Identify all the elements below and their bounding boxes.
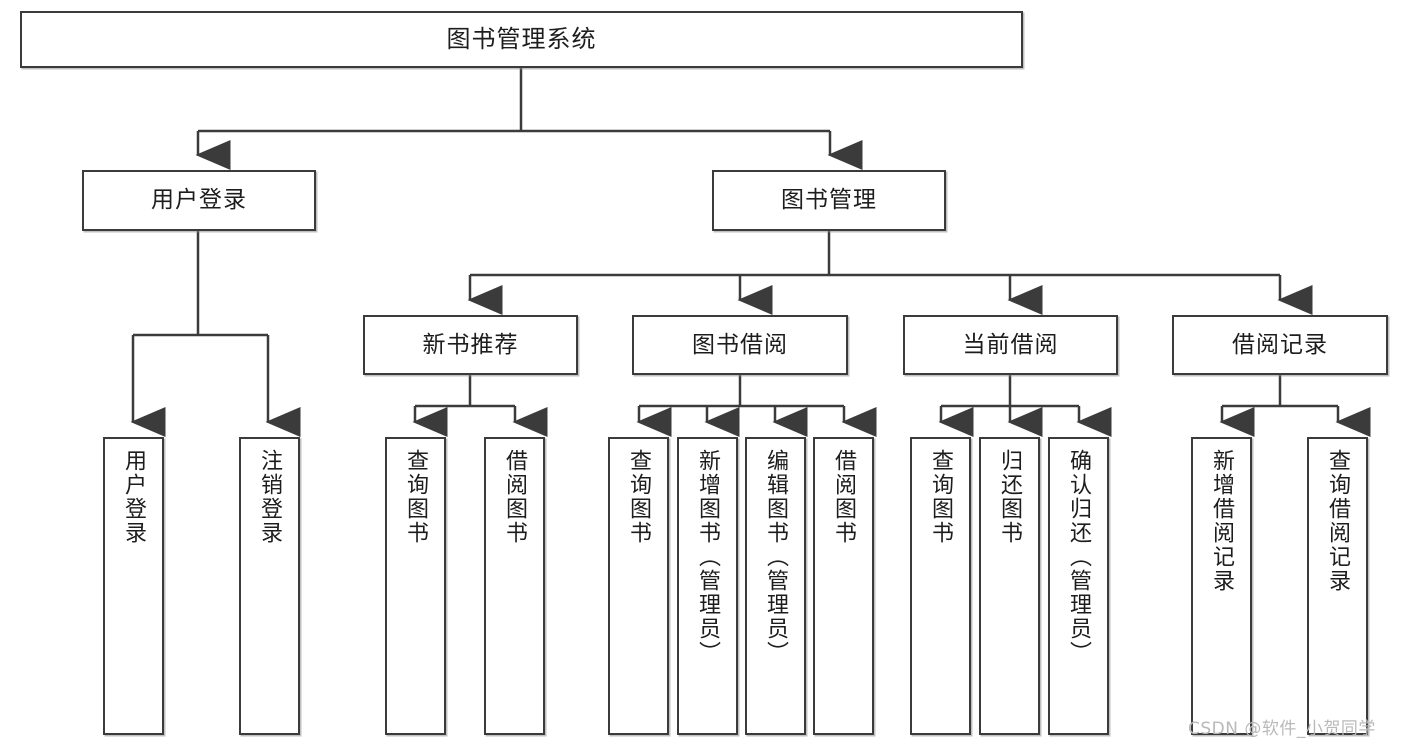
leaf-user-login-logout[interactable]: 注销登录 [239,437,300,735]
node-current-borrow[interactable]: 当前借阅 [903,315,1118,375]
leaf-book-borrow-add-book-admin[interactable]: 新增图书（管理员） [677,437,738,735]
leaf-book-borrow-edit-book-admin[interactable]: 编辑图书（管理员） [745,437,806,735]
node-new-book-recommend[interactable]: 新书推荐 [363,315,578,375]
node-borrow-record[interactable]: 借阅记录 [1172,315,1388,375]
leaf-current-borrow-return-book[interactable]: 归还图书 [979,437,1040,735]
node-label: 归还图书 [997,449,1023,545]
node-label: 新书推荐 [422,331,519,358]
leaf-new-book-borrow-book[interactable]: 借阅图书 [484,437,545,735]
node-label: 图书管理系统 [446,24,597,53]
leaf-book-borrow-borrow-book[interactable]: 借阅图书 [813,437,874,735]
node-label: 新增图书（管理员） [695,449,721,665]
node-label: 查询借阅记录 [1325,449,1351,593]
node-label: 注销登录 [257,449,283,545]
leaf-user-login-login[interactable]: 用户登录 [103,437,164,735]
node-label: 查询图书 [626,449,652,545]
node-label: 编辑图书（管理员） [763,449,789,665]
node-label: 借阅记录 [1232,331,1328,358]
node-label: 用户登录 [151,187,247,214]
node-label: 新增借阅记录 [1209,449,1235,593]
leaf-current-borrow-confirm-return-admin[interactable]: 确认归还（管理员） [1048,437,1109,735]
node-book-management[interactable]: 图书管理 [712,170,946,231]
node-root-library-management-system[interactable]: 图书管理系统 [20,11,1023,68]
leaf-new-book-query-book[interactable]: 查询图书 [385,437,446,735]
node-label: 当前借阅 [962,331,1059,358]
node-label: 用户登录 [121,449,147,545]
node-label: 查询图书 [403,449,429,545]
leaf-borrow-record-query-record[interactable]: 查询借阅记录 [1307,437,1368,735]
leaf-borrow-record-add-record[interactable]: 新增借阅记录 [1191,437,1252,735]
node-label: 图书管理 [781,187,877,214]
node-label: 借阅图书 [502,449,528,545]
node-label: 确认归还（管理员） [1066,449,1092,665]
node-user-login[interactable]: 用户登录 [82,170,316,231]
node-label: 借阅图书 [831,449,857,545]
node-label: 查询图书 [928,449,954,545]
leaf-book-borrow-query-book[interactable]: 查询图书 [608,437,669,735]
node-label: 图书借阅 [692,331,788,358]
node-book-borrow[interactable]: 图书借阅 [632,315,848,375]
leaf-current-borrow-query-book[interactable]: 查询图书 [910,437,971,735]
